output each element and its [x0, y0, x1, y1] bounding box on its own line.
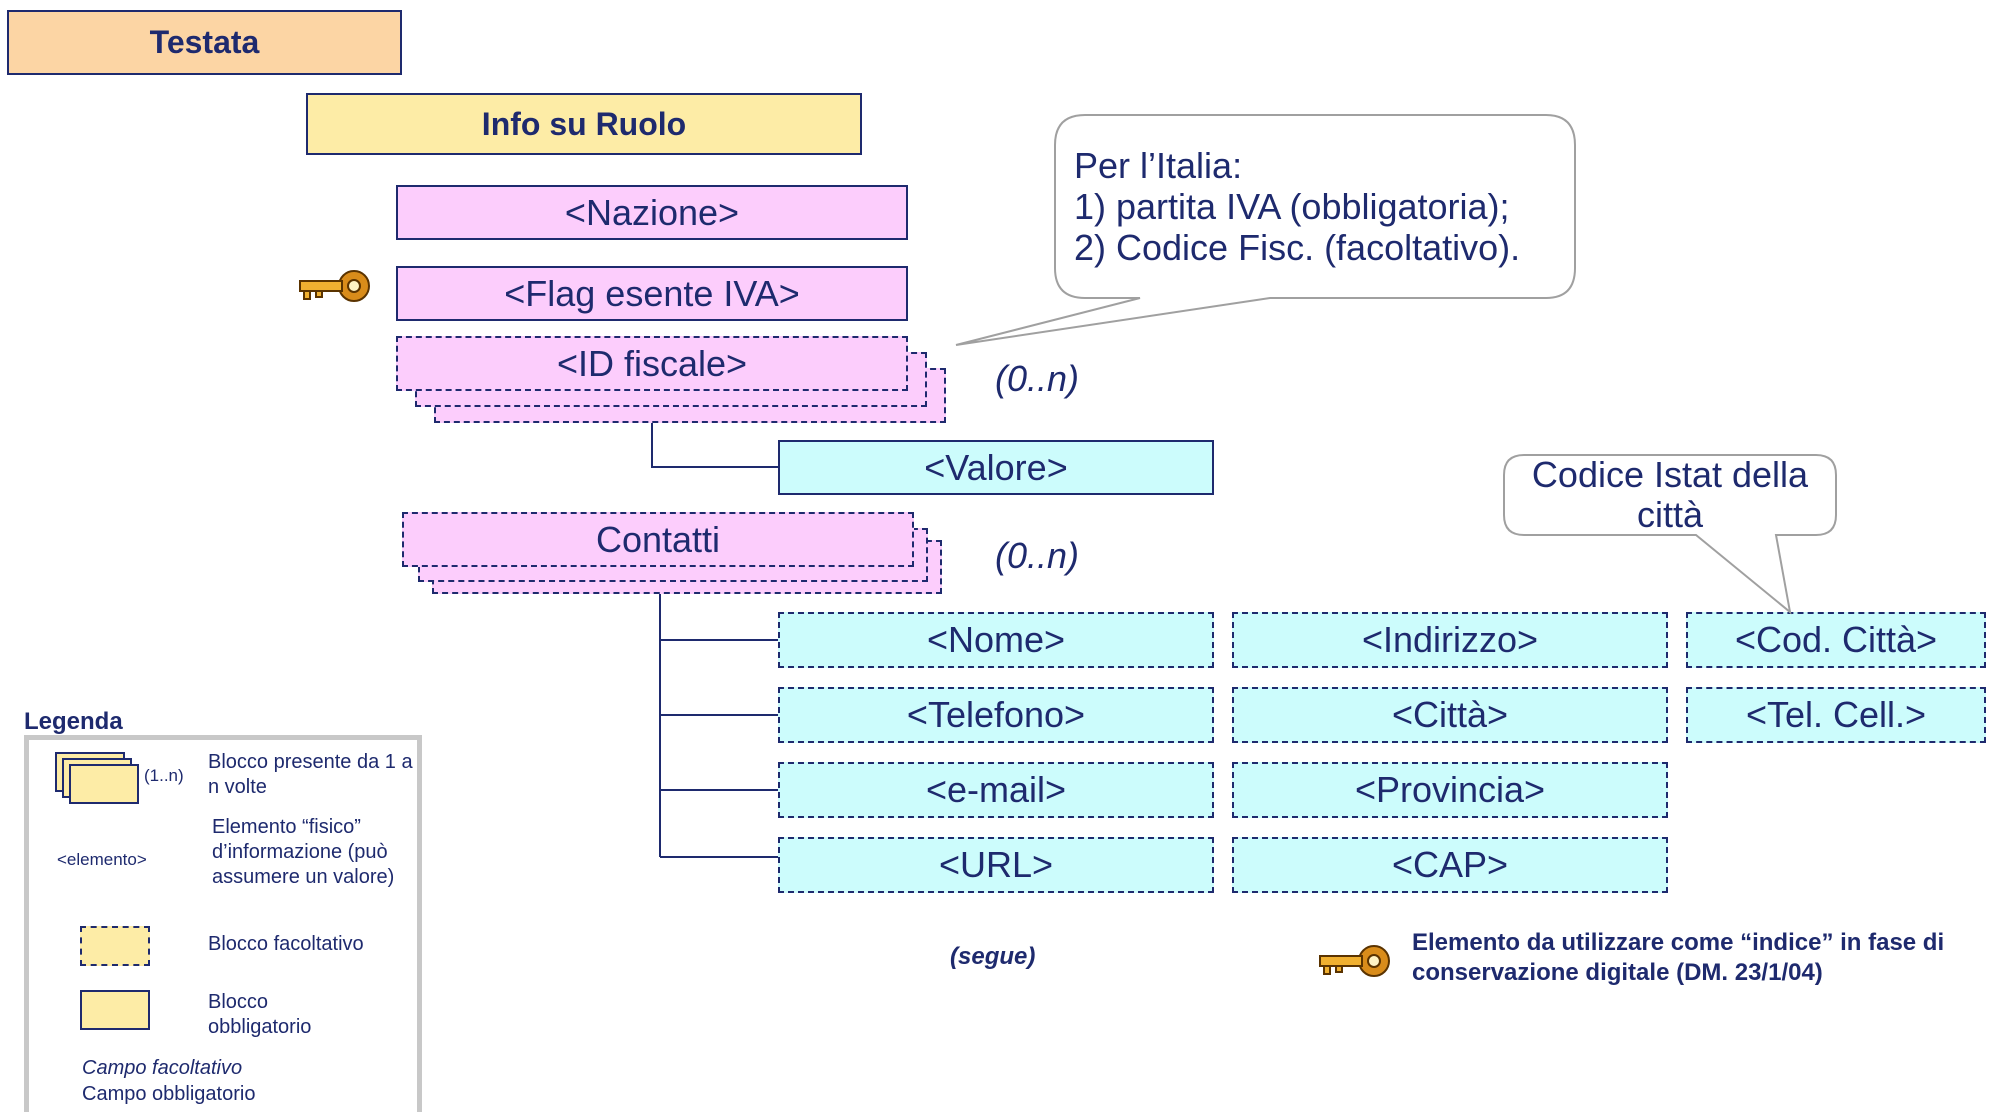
contatti-block: Contatti [402, 512, 914, 567]
info-ruolo-label: Info su Ruolo [481, 105, 687, 142]
legend-optional-field: Campo facoltativo [82, 1057, 243, 1079]
cap-element: <CAP> [1232, 837, 1668, 893]
key-note-line-1: Elemento da utilizzare come “indice” in … [1412, 929, 1945, 956]
flag-iva-element: <Flag esente IVA> [396, 266, 908, 321]
id-fiscale-label: <ID fiscale> [556, 342, 748, 384]
contatti-label: Contatti [595, 518, 721, 560]
valore-element: <Valore> [778, 440, 1214, 495]
key-icon [1319, 945, 1390, 977]
url-label: <URL> [938, 844, 1054, 885]
citta-element: <Città> [1232, 687, 1668, 743]
valore-label: <Valore> [924, 446, 1068, 488]
key-note-line-2: conservazione digitale (DM. 23/1/04) [1412, 959, 1823, 986]
contatti-cardinality: (0..n) [995, 535, 1080, 576]
citta-label: <Città> [1391, 694, 1509, 735]
legend-mult-sample-3 [69, 764, 139, 804]
italia-line-1: Per l’Italia: [1074, 145, 1243, 186]
legend-element-sample: <elemento> [57, 850, 147, 869]
id-fiscale-element: <ID fiscale> [396, 336, 908, 391]
legend-element-text: Elemento “fisico” d’informazione (può as… [212, 816, 395, 888]
url-element: <URL> [778, 837, 1214, 893]
provincia-label: <Provincia> [1354, 769, 1546, 810]
indirizzo-label: <Indirizzo> [1361, 619, 1539, 660]
cap-label: <CAP> [1391, 844, 1509, 885]
legend-mult-label: (1..n) [144, 766, 184, 785]
nome-label: <Nome> [926, 619, 1066, 660]
cod-citta-label: <Cod. Città> [1734, 619, 1938, 660]
testata-label: Testata [149, 24, 260, 60]
email-label: <e-mail> [925, 769, 1067, 810]
key-icon [299, 270, 370, 302]
nome-element: <Nome> [778, 612, 1214, 668]
provincia-element: <Provincia> [1232, 762, 1668, 818]
segue-label: (segue) [950, 943, 1036, 970]
indirizzo-element: <Indirizzo> [1232, 612, 1668, 668]
key-note: Elemento da utilizzare come “indice” in … [1412, 928, 2002, 988]
info-ruolo-block: Info su Ruolo [306, 93, 862, 155]
flag-iva-label: <Flag esente IVA> [504, 272, 800, 314]
nazione-element: <Nazione> [396, 185, 908, 240]
email-element: <e-mail> [778, 762, 1214, 818]
legend-mandatory-field: Campo obbligatorio [82, 1083, 256, 1105]
cod-citta-element: <Cod. Città> [1686, 612, 1986, 668]
legend-mandatory-text: Blocco obbligatorio [208, 991, 312, 1038]
tel-cell-element: <Tel. Cell.> [1686, 687, 1986, 743]
telefono-label: <Telefono> [906, 694, 1086, 735]
legend-mandatory-sample [80, 990, 150, 1030]
italia-line-3: 2) Codice Fisc. (facoltativo). [1074, 227, 1521, 268]
istat-callout-text: Codice Istat della città [1531, 454, 1809, 535]
id-fiscale-cardinality: (0..n) [995, 358, 1080, 399]
italia-line-2: 1) partita IVA (obbligatoria); [1074, 186, 1510, 227]
legend-mult-text: Blocco presente da 1 a n volte [208, 751, 413, 798]
legend-optional-text: Blocco facoltativo [208, 933, 364, 955]
nazione-label: <Nazione> [564, 191, 740, 233]
telefono-element: <Telefono> [778, 687, 1214, 743]
italia-callout-text: Per l’Italia: 1) partita IVA (obbligator… [1074, 145, 1520, 268]
legend-optional-sample [80, 926, 150, 966]
testata-block: Testata [7, 10, 402, 75]
legend-title: Legenda [24, 708, 123, 735]
tel-cell-label: <Tel. Cell.> [1745, 694, 1927, 735]
